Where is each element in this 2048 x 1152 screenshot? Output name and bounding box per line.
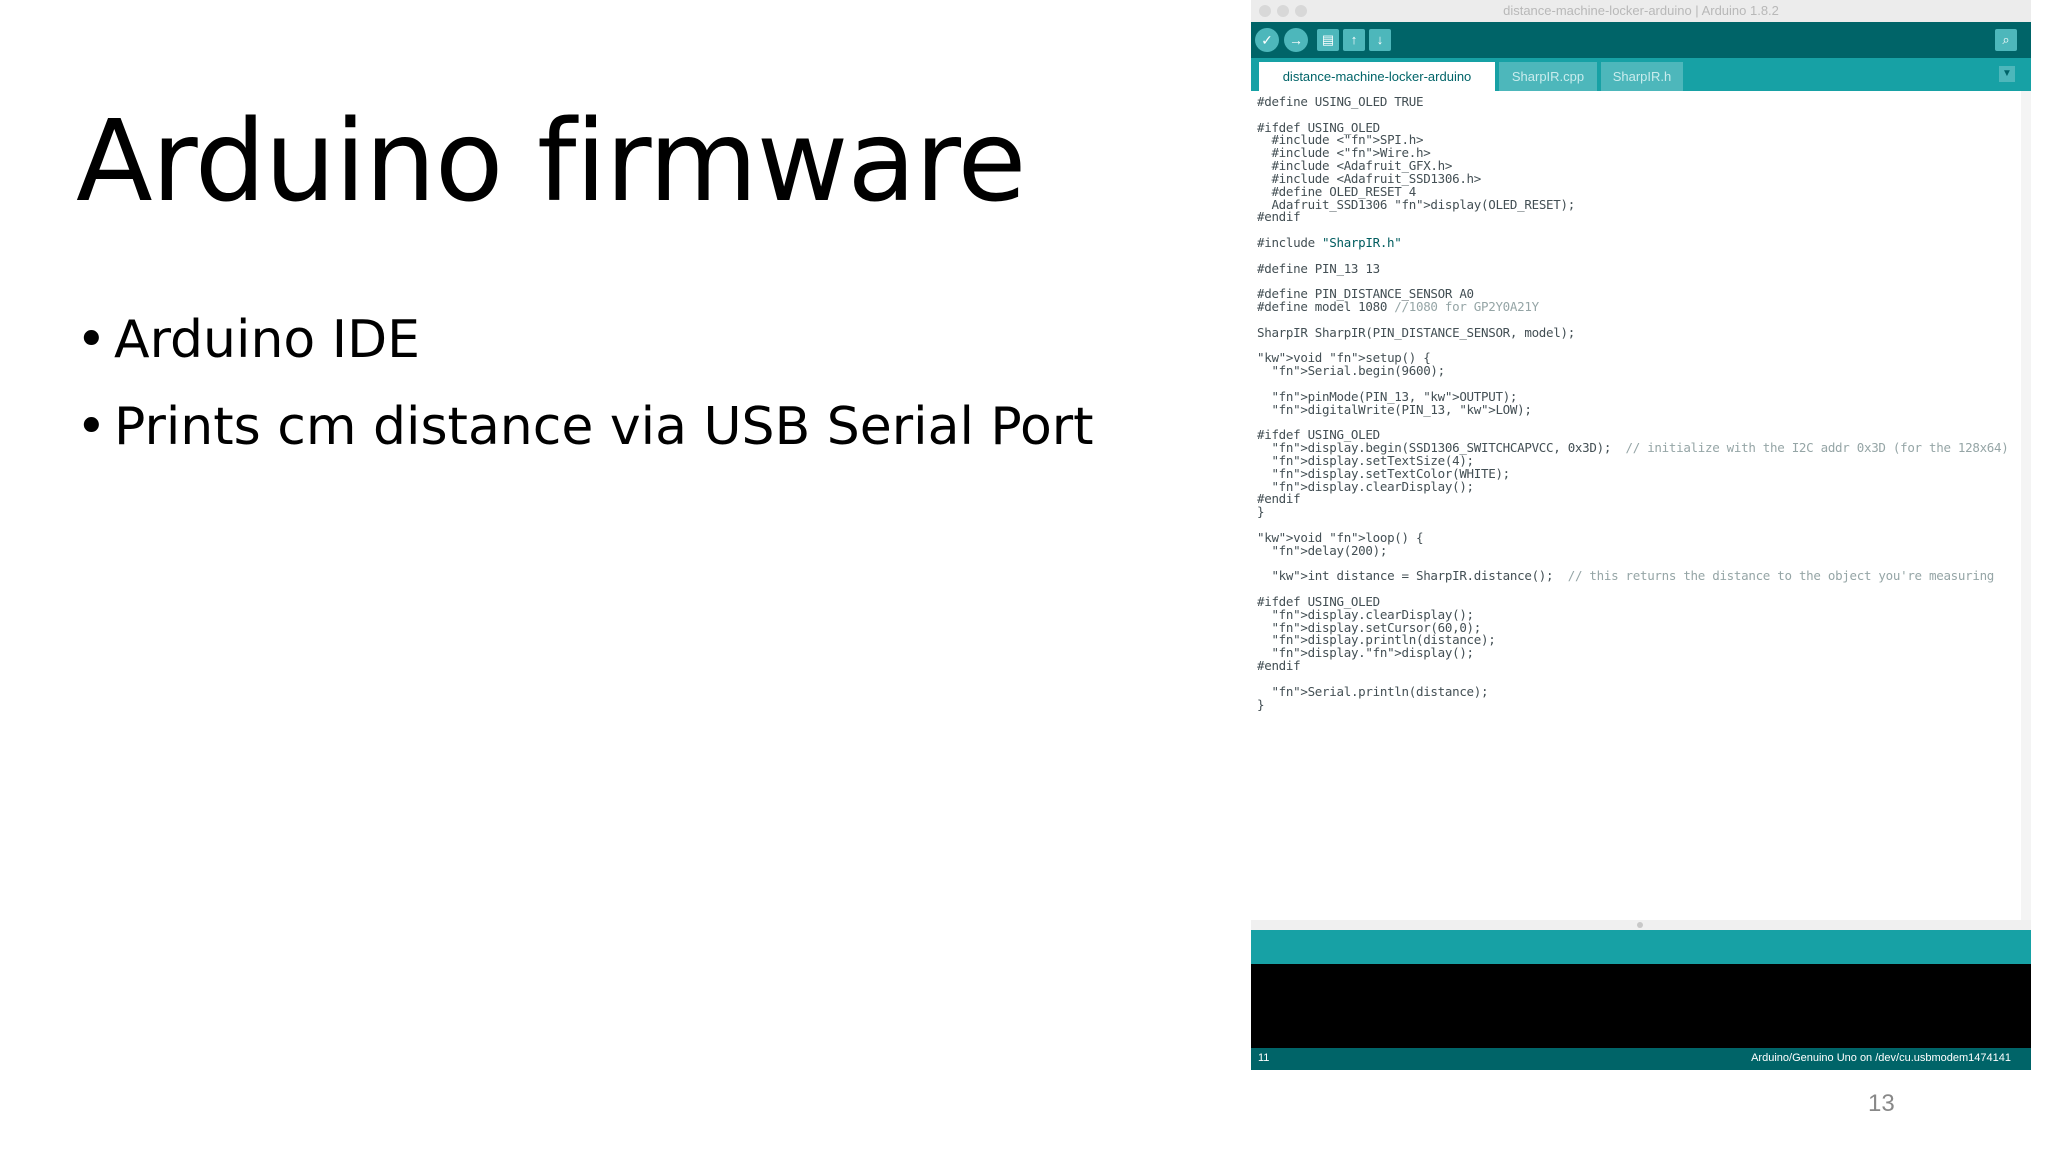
code-line[interactable]: "fn">Serial.println(distance); (1271, 683, 1489, 699)
code-line[interactable]: #include "SharpIR.h" (1257, 235, 1402, 251)
verify-icon[interactable]: ✓ (1255, 28, 1279, 52)
console-output (1251, 964, 2031, 1048)
code-line[interactable]: "fn">digitalWrite(PIN_13, "kw">LOW); (1271, 401, 1532, 417)
code-line[interactable]: #ifdef USING_OLED (1257, 427, 1380, 443)
line-number: 11 (1258, 1052, 1270, 1064)
code-line[interactable]: "fn">delay(200); (1271, 542, 1388, 558)
code-line[interactable]: "fn">display.clearDisplay(); (1271, 478, 1474, 494)
minimize-window-button[interactable] (1277, 5, 1289, 17)
window-titlebar: distance-machine-locker-arduino | Arduin… (1251, 0, 2031, 22)
ide-toolbar: ✓ → ▤ ↑ ↓ ⌕ (1251, 22, 2031, 58)
code-line[interactable]: #include <"fn">SPI.h> (1257, 132, 1424, 148)
code-line[interactable]: #define PIN_13 13 (1257, 260, 1380, 276)
code-line[interactable]: #ifdef USING_OLED (1257, 593, 1380, 609)
code-line[interactable]: "kw">int distance = SharpIR.distance(); … (1271, 568, 1995, 584)
bullet-text: Prints cm distance via USB Serial Port (114, 397, 1094, 457)
bullet-item: •Prints cm distance via USB Serial Port (76, 397, 1094, 457)
code-line[interactable]: #include <"fn">Wire.h> (1257, 145, 1431, 161)
code-line[interactable]: #define USING_OLED TRUE (1257, 94, 1424, 109)
code-line[interactable]: Adafruit_SSD1306 "fn">display(OLED_RESET… (1257, 196, 1575, 212)
save-sketch-icon[interactable]: ↓ (1369, 29, 1391, 51)
code-line[interactable]: #define OLED_RESET 4 (1257, 183, 1416, 199)
page-number: 13 (1868, 1090, 1895, 1117)
tab-sharpir-h[interactable]: SharpIR.h (1601, 62, 1683, 91)
bullet-dot: • (76, 397, 107, 457)
sketch-tabbar: distance-machine-locker-arduino SharpIR.… (1251, 58, 2031, 91)
editor-scrollbar[interactable] (2021, 91, 2031, 920)
status-bar: 11 Arduino/Genuino Uno on /dev/cu.usbmod… (1251, 1048, 2031, 1070)
bullet-list: •Arduino IDE •Prints cm distance via USB… (76, 310, 1094, 484)
code-line[interactable]: #endif (1257, 209, 1301, 225)
serial-monitor-icon[interactable]: ⌕ (1995, 29, 2017, 51)
code-line[interactable]: "fn">display.setTextColor(WHITE); (1271, 465, 1510, 481)
code-editor[interactable]: #define USING_OLED TRUE #ifdef USING_OLED… (1251, 91, 2021, 920)
code-line[interactable]: "fn">Serial.begin(9600); (1271, 363, 1445, 379)
open-sketch-icon[interactable]: ↑ (1343, 29, 1365, 51)
code-line[interactable]: #define PIN_DISTANCE_SENSOR A0 (1257, 286, 1474, 302)
code-line[interactable]: "fn">pinMode(PIN_13, "kw">OUTPUT); (1271, 388, 1518, 404)
code-line[interactable]: "kw">void "fn">loop() { (1257, 529, 1424, 545)
code-line[interactable]: } (1257, 504, 1265, 520)
code-line[interactable]: "fn">display.clearDisplay(); (1271, 606, 1474, 622)
code-line[interactable]: SharpIR SharpIR(PIN_DISTANCE_SENSOR, mod… (1257, 324, 1575, 340)
code-line[interactable]: #endif (1257, 658, 1301, 674)
code-line[interactable]: #endif (1257, 491, 1301, 507)
code-line[interactable]: "fn">display.setCursor(60,0); (1271, 619, 1482, 635)
upload-icon[interactable]: → (1284, 28, 1308, 52)
code-line[interactable]: #define model 1080 //1080 for GP2Y0A21Y (1257, 299, 1539, 315)
code-line[interactable]: } (1257, 696, 1265, 712)
bullet-item: •Arduino IDE (76, 310, 1094, 370)
code-line[interactable]: "fn">display.setTextSize(4); (1271, 452, 1474, 468)
slide-title: Arduino firmware (76, 97, 1026, 227)
code-line[interactable]: #ifdef USING_OLED (1257, 119, 1380, 135)
window-title: distance-machine-locker-arduino | Arduin… (1503, 3, 1779, 18)
tab-main-sketch[interactable]: distance-machine-locker-arduino (1259, 62, 1495, 91)
close-window-button[interactable] (1259, 5, 1271, 17)
bullet-dot: • (76, 310, 107, 370)
tab-sharpir-cpp[interactable]: SharpIR.cpp (1499, 62, 1597, 91)
zoom-window-button[interactable] (1295, 5, 1307, 17)
pane-splitter[interactable] (1251, 920, 2031, 930)
bullet-text: Arduino IDE (114, 310, 420, 370)
code-line[interactable]: "kw">void "fn">setup() { (1257, 350, 1431, 366)
splitter-handle-icon[interactable] (1637, 922, 1643, 928)
message-bar (1251, 930, 2031, 964)
code-line[interactable]: "fn">display.begin(SSD1306_SWITCHCAPVCC,… (1271, 440, 2009, 456)
code-line[interactable]: "fn">display.println(distance); (1271, 632, 1496, 648)
code-line[interactable]: #include <Adafruit_SSD1306.h> (1257, 170, 1481, 186)
code-line[interactable]: "fn">display."fn">display(); (1271, 645, 1474, 661)
code-line[interactable]: #include <Adafruit_GFX.h> (1257, 158, 1453, 174)
new-sketch-icon[interactable]: ▤ (1317, 29, 1339, 51)
board-port-info: Arduino/Genuino Uno on /dev/cu.usbmodem1… (1751, 1052, 2011, 1064)
arduino-ide-window: distance-machine-locker-arduino | Arduin… (1251, 0, 2031, 1070)
tab-menu-icon[interactable]: ▼ (1999, 66, 2015, 82)
